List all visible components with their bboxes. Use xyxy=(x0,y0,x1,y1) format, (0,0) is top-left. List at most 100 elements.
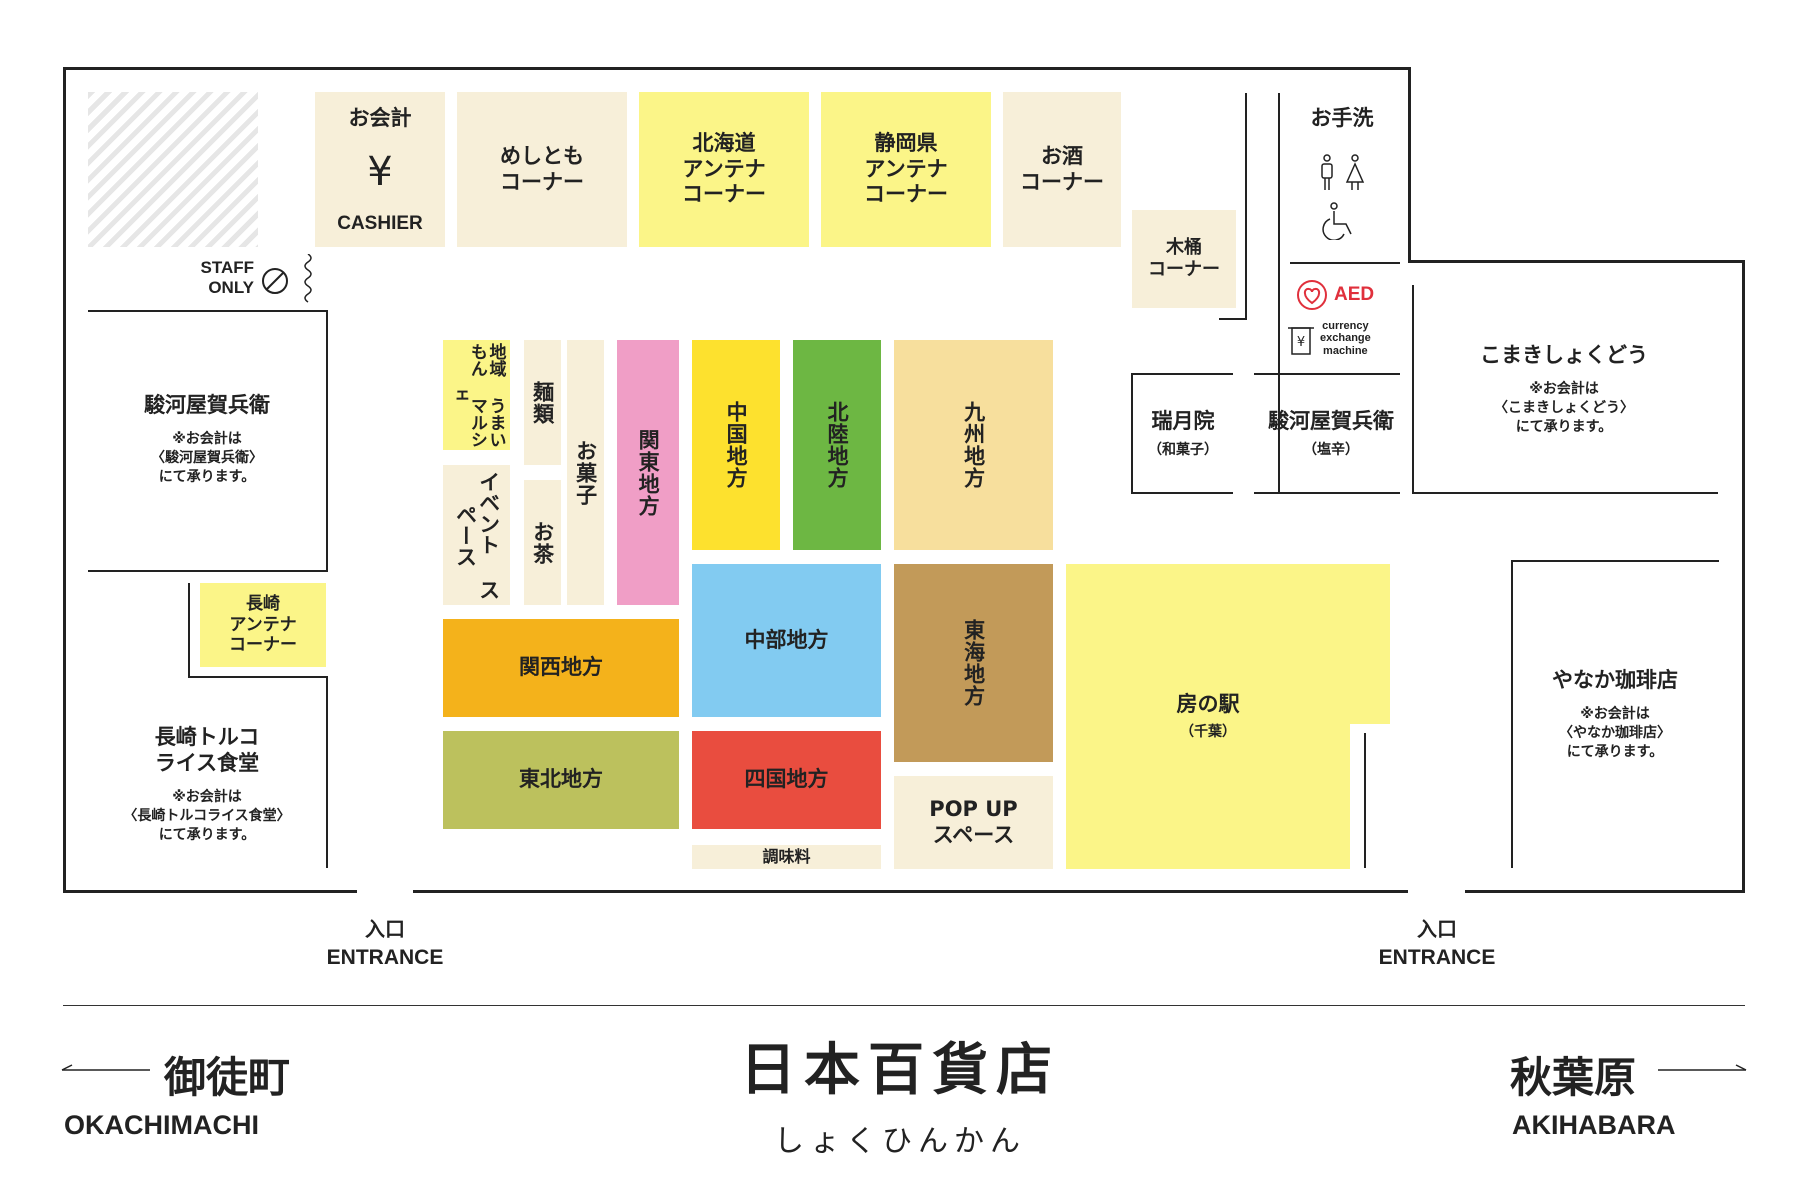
hokkaido-label: 北海道 アンテナ コーナー xyxy=(682,131,766,207)
partition xyxy=(1511,560,1719,562)
zuigetsuin-name: 瑞月院 xyxy=(1151,409,1215,434)
hokkaido-antenna-corner: 北海道 アンテナ コーナー xyxy=(639,92,809,247)
partition xyxy=(88,570,328,572)
partition xyxy=(188,583,190,677)
partition xyxy=(326,676,328,868)
partition xyxy=(1131,373,1133,494)
brand-logo-sub: しょくひんかん xyxy=(774,1123,1026,1159)
arrow-left-icon xyxy=(61,1064,150,1071)
entrance-left-jp: 入口 xyxy=(365,917,405,941)
shizuoka-antenna-corner: 静岡県 アンテナ コーナー xyxy=(821,92,991,247)
entrance-right-en: ENTRANCE xyxy=(1378,946,1496,969)
menrui-shelf: 麺類 xyxy=(524,340,561,465)
akihabara-jp: 秋葉原 xyxy=(1510,1053,1637,1102)
wall-step-vertical xyxy=(1408,67,1411,263)
surugaya-kahei-name: 駿河屋賀兵衛 xyxy=(144,392,270,417)
wall-step-horizontal xyxy=(1408,260,1745,263)
meshitomo-corner: めしとも コーナー xyxy=(457,92,627,247)
entrance-right-jp: 入口 xyxy=(1417,917,1457,941)
no-entry-icon xyxy=(262,268,288,294)
svg-text:¥: ¥ xyxy=(1297,335,1305,350)
wall-top-left xyxy=(63,67,1411,70)
staff-only-label: STAFF ONLY xyxy=(200,258,254,297)
curtain-icon xyxy=(304,254,312,303)
kansai-label: 関西地方 xyxy=(519,655,603,680)
wall-bottom-2 xyxy=(413,890,1408,893)
okachimachi-en: OKACHIMACHI xyxy=(64,1110,259,1140)
storage-area xyxy=(88,92,258,247)
surugaya-shiokara-shop: 駿河屋賀兵衛 （塩辛） xyxy=(1256,378,1406,490)
entrance-right[interactable]: 入口 ENTRANCE xyxy=(1352,913,1522,970)
hokuriku-label: 北陸地方 xyxy=(825,401,850,489)
chomiryo-shelf: 調味料 xyxy=(692,845,881,869)
kioke-corner: 木桶 コーナー xyxy=(1132,210,1236,308)
partition xyxy=(188,676,328,678)
footer-divider xyxy=(63,1005,1745,1006)
partition xyxy=(1511,560,1513,868)
brand-logo-jp: 日本百貨店 xyxy=(740,1038,1060,1103)
nagasaki-antenna-corner: 長崎 アンテナ コーナー xyxy=(200,583,326,667)
kanto-label: 関東地方 xyxy=(636,428,661,517)
partition xyxy=(1364,733,1366,868)
hokuriku-region: 北陸地方 xyxy=(793,340,881,550)
partition xyxy=(1131,373,1233,375)
partition xyxy=(1412,492,1718,494)
cashier-block: お会計 ¥ CASHIER xyxy=(315,92,445,247)
partition xyxy=(1254,492,1400,494)
yen-icon: ¥ xyxy=(367,149,393,196)
wall-left xyxy=(63,67,66,893)
partition xyxy=(1254,373,1400,375)
restroom-area: お手洗 xyxy=(1282,92,1402,262)
osake-label: お酒 コーナー xyxy=(1020,143,1104,194)
surugaya-kahei-shop: 駿河屋賀兵衛 ※お会計は 〈駿河屋賀兵衛〉 にて承ります。 xyxy=(88,312,326,568)
surugaya-kahei-note: ※お会計は 〈駿河屋賀兵衛〉 にて承ります。 xyxy=(151,431,263,486)
nagasaki-toruko-note: ※お会計は 〈長崎トルコライス食堂〉 にて承ります。 xyxy=(123,789,291,844)
kyushu-label: 九州地方 xyxy=(961,401,986,489)
cashier-label: お会計 xyxy=(348,106,412,130)
currency-exchange-icon: ¥ xyxy=(1288,327,1314,355)
aed-station: AED xyxy=(1296,278,1406,312)
wheelchair-icon xyxy=(1322,202,1352,240)
nagasaki-antenna-label: 長崎 アンテナ コーナー xyxy=(229,593,297,656)
chomiryo-label: 調味料 xyxy=(762,847,811,867)
wall-bottom-1 xyxy=(63,890,357,893)
entrance-left-en: ENTRANCE xyxy=(326,946,444,969)
event-space-label: イベント スペース xyxy=(453,470,501,600)
event-space: イベント スペース xyxy=(443,465,510,605)
chubu-label: 中部地方 xyxy=(744,627,829,652)
fusa-no-eki-shop: 房の駅 （千葉） xyxy=(1066,564,1390,869)
osake-corner: お酒 コーナー xyxy=(1003,92,1121,247)
entrance-left[interactable]: 入口 ENTRANCE xyxy=(300,913,470,970)
akihabara-en: AKIHABARA xyxy=(1512,1110,1676,1140)
cashier-en-label: CASHIER xyxy=(337,212,423,234)
aed-label: AED xyxy=(1334,284,1375,305)
okachimachi-jp: 御徒町 xyxy=(164,1053,291,1102)
restroom-label: お手洗 xyxy=(1310,106,1374,130)
wall-bottom-3 xyxy=(1465,890,1745,893)
yanaka-name: やなか珈琲店 xyxy=(1552,667,1678,692)
partition xyxy=(1219,318,1247,320)
menrui-label: 麺類 xyxy=(530,380,555,425)
fusa-no-eki-area xyxy=(1066,564,1390,869)
komaki-note: ※お会計は 〈こまきしょくどう〉 にて承ります。 xyxy=(1494,381,1634,436)
surugaya-shiokara-name: 駿河屋賀兵衛 xyxy=(1268,409,1394,434)
zuigetsuin-shop: 瑞月院 （和菓子） xyxy=(1135,378,1231,490)
shizuoka-label: 静岡県 アンテナ コーナー xyxy=(864,131,948,207)
kanto-region: 関東地方 xyxy=(617,340,679,605)
surugaya-shiokara-sub: （塩辛） xyxy=(1303,441,1359,458)
partition xyxy=(1412,285,1414,493)
staff-only-sign: STAFF ONLY xyxy=(178,254,312,304)
okashi-label: お菓子 xyxy=(573,439,598,506)
fusa-no-eki-name: 房の駅 xyxy=(1176,691,1240,716)
partition xyxy=(1131,492,1233,494)
tohoku-region: 東北地方 xyxy=(443,731,679,829)
ocha-shelf: お茶 xyxy=(524,480,561,605)
shikoku-label: 四国地方 xyxy=(744,767,829,792)
fusa-no-eki-labels: 房の駅 （千葉） xyxy=(1066,564,1350,869)
chugoku-region: 中国地方 xyxy=(692,340,780,550)
tokai-label: 東海地方 xyxy=(961,619,986,707)
partition xyxy=(88,310,328,312)
currency-exchange-machine: ¥ currency exchange machine xyxy=(1286,320,1406,362)
kioke-label: 木桶 コーナー xyxy=(1148,237,1220,280)
zuigetsuin-sub: （和菓子） xyxy=(1148,441,1218,458)
